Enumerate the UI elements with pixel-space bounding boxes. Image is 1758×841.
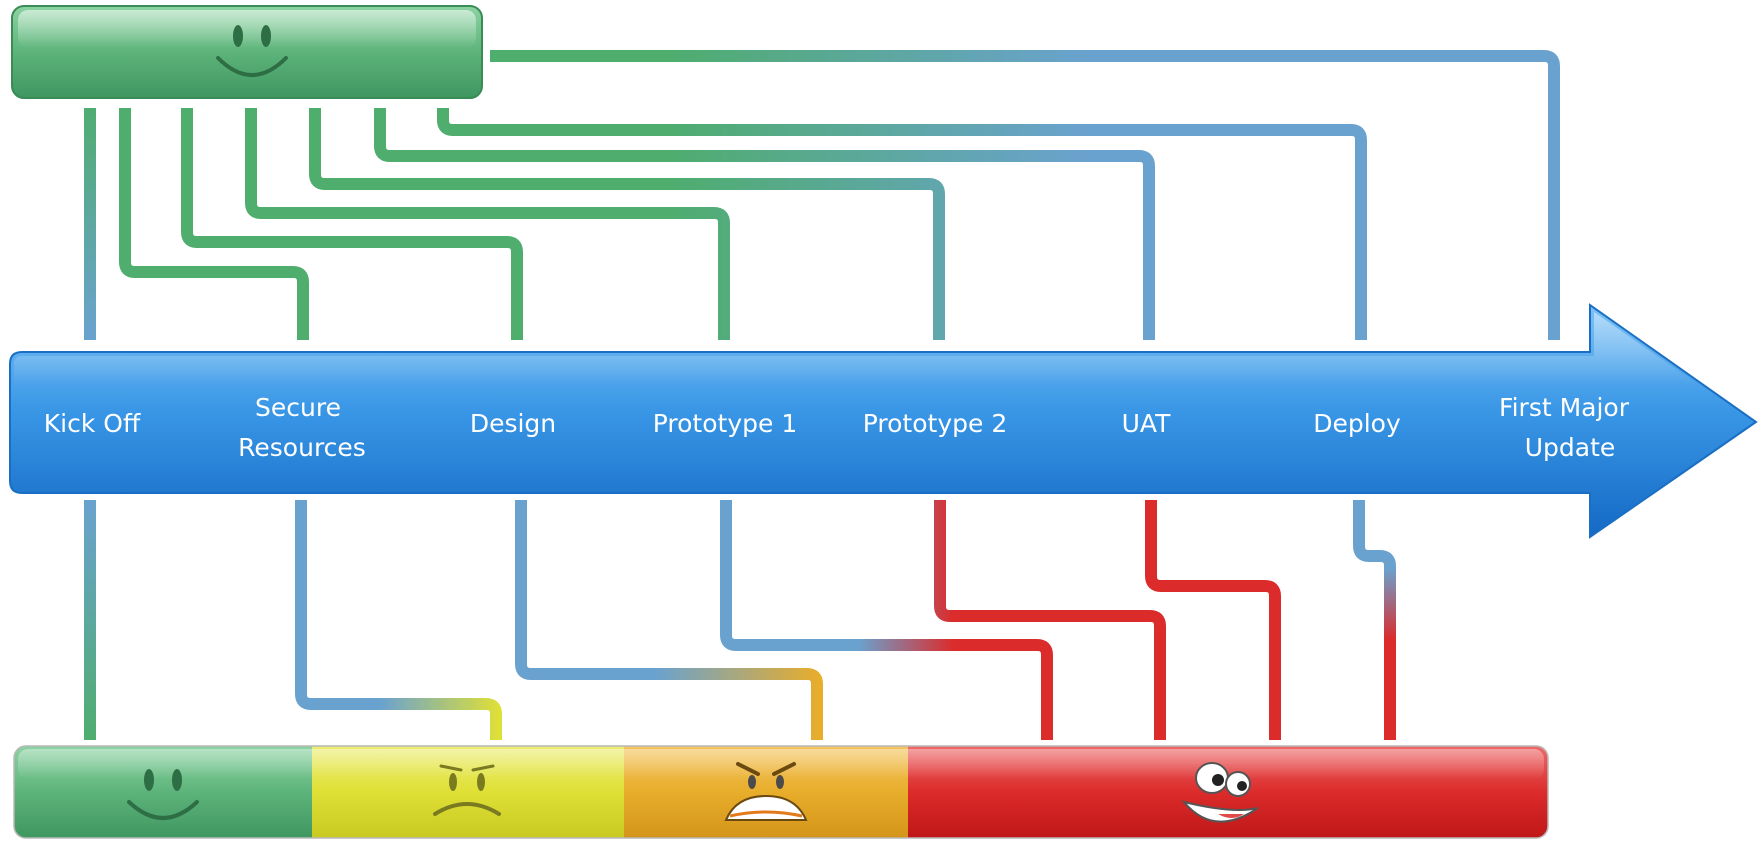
smiley-crazy-icon <box>1181 762 1259 823</box>
stage-label-deploy: Deploy <box>1313 409 1401 438</box>
lower-connectors <box>84 500 1396 740</box>
connector-top-proto1 <box>245 108 730 340</box>
stage-label-secure: Secure Resources <box>238 393 366 462</box>
stage-label-update: First Major Update <box>1499 393 1637 462</box>
connector-top-secure <box>119 108 309 340</box>
connector-deploy-crazy <box>1353 500 1396 740</box>
stage-label-design: Design <box>470 409 556 438</box>
connector-top-proto2 <box>309 108 945 340</box>
mood-bar <box>13 745 1549 839</box>
connector-top-deploy <box>437 108 1367 340</box>
connector-uat-crazy <box>1145 500 1281 740</box>
stage-label-uat: UAT <box>1122 409 1171 438</box>
connector-top-design <box>181 108 523 340</box>
stage-label-proto1: Prototype 1 <box>653 409 797 438</box>
smiley-happy-icon <box>127 769 199 820</box>
smiley-worried-icon <box>433 764 501 816</box>
smiley-angry-icon <box>724 762 808 821</box>
top-happy-box <box>11 5 483 99</box>
timeline-arrow <box>9 303 1758 539</box>
smiley-happy-icon <box>216 25 288 77</box>
connector-top-uat <box>374 108 1155 340</box>
stage-label-proto2: Prototype 2 <box>863 409 1007 438</box>
connector-secure-worried <box>295 500 502 740</box>
connector-proto1-crazy <box>720 500 1053 740</box>
stage-label-kickoff: Kick Off <box>44 409 141 438</box>
connector-top-update <box>490 50 1560 340</box>
timeline-labels: Kick Off Secure Resources Design Prototy… <box>44 393 1637 462</box>
upper-connectors <box>84 50 1560 340</box>
connector-design-angry <box>515 500 823 740</box>
connector-proto2-crazy <box>934 500 1166 740</box>
